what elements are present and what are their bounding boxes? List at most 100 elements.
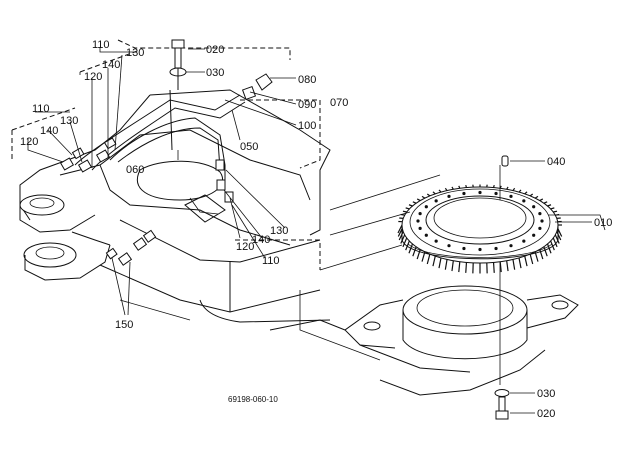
- label-050: 050: [240, 141, 258, 153]
- gear-tooth: [400, 234, 406, 244]
- grease-nipple-040: [501, 155, 509, 167]
- label-130: 130: [126, 47, 144, 59]
- grease-fittings-left: [59, 137, 234, 266]
- gear-tooth: [539, 249, 544, 260]
- label-030: 030: [206, 67, 224, 79]
- label-010: 010: [594, 217, 612, 229]
- bolt-hole: [418, 226, 422, 230]
- label-110: 110: [262, 255, 280, 267]
- label-120: 120: [20, 136, 38, 148]
- label-030: 030: [537, 388, 555, 400]
- bolt-hole: [416, 219, 420, 223]
- label-140: 140: [40, 125, 58, 137]
- swing-housing: [269, 285, 579, 396]
- gear-tooth: [405, 207, 410, 210]
- gear-tooth: [416, 249, 421, 260]
- gear-tooth: [529, 253, 534, 265]
- gear-tooth: [432, 255, 436, 267]
- gear-tooth: [426, 193, 431, 197]
- gear-tooth: [492, 184, 495, 188]
- bolt-hole: [424, 233, 428, 237]
- label-140: 140: [252, 234, 270, 246]
- gear-tooth: [438, 257, 442, 269]
- bolt-hole: [522, 239, 526, 243]
- gear-tooth: [444, 259, 448, 270]
- gear-tooth: [524, 191, 528, 195]
- gear-tooth: [547, 204, 552, 207]
- gear-tooth: [550, 240, 555, 251]
- gear-tooth: [556, 231, 562, 241]
- swivel-frame: [11, 39, 331, 323]
- gear-tooth: [402, 210, 407, 213]
- bolt-hole: [540, 219, 544, 223]
- bolt-hole: [532, 233, 536, 237]
- bolt-020-top: [169, 39, 187, 90]
- bolt-hole: [494, 246, 498, 251]
- bolt-hole: [447, 244, 451, 248]
- bolt-hole: [418, 212, 422, 216]
- gear-tooth: [554, 234, 560, 244]
- gear-tooth: [426, 253, 431, 265]
- bolt-hole: [478, 190, 482, 195]
- gear-tooth: [529, 193, 534, 197]
- label-110: 110: [32, 103, 50, 115]
- label-120: 120: [236, 241, 254, 253]
- label-100: 100: [298, 120, 316, 132]
- bolt-hole: [522, 199, 526, 203]
- gear-tooth: [444, 187, 448, 191]
- gear-tooth: [458, 185, 461, 189]
- grease-lines: [74, 89, 246, 190]
- bolt-hole: [462, 191, 466, 196]
- swing-bearing-010: [401, 186, 559, 264]
- gear-tooth: [416, 198, 421, 202]
- bolt-hole: [532, 205, 536, 209]
- label-130: 130: [270, 225, 288, 237]
- label-150: 150: [115, 319, 133, 331]
- gear-tooth: [412, 246, 417, 257]
- gear-tooth: [506, 260, 509, 272]
- gear-tooth: [543, 201, 548, 204]
- label-020: 020: [206, 44, 224, 56]
- bolt-hole: [494, 191, 498, 196]
- label-080: 080: [298, 74, 316, 86]
- gear-tooth: [546, 243, 552, 254]
- gear-tooth: [539, 198, 544, 202]
- bolt-hole: [509, 194, 513, 198]
- leader-lines: [27, 47, 592, 414]
- label-140: 140: [102, 59, 120, 71]
- gear-tooth: [534, 195, 539, 199]
- gear-tooth: [408, 204, 413, 207]
- label-070: 070: [330, 97, 348, 109]
- gear-tooth: [506, 186, 509, 190]
- gear-tooth: [408, 243, 414, 254]
- bolt-hole: [538, 212, 542, 216]
- bolt-hole: [509, 244, 513, 248]
- bolt-hole: [434, 199, 438, 203]
- gear-tooth: [524, 255, 528, 267]
- gear-tooth: [405, 240, 410, 251]
- gear-tooth: [397, 224, 403, 234]
- bolt-020-bottom: [494, 389, 510, 420]
- gear-tooth: [518, 257, 522, 269]
- gear-tooth: [451, 260, 454, 272]
- gear-tooth: [412, 201, 417, 204]
- gear-tooth: [421, 195, 426, 199]
- gear-tooth: [451, 186, 454, 190]
- gear-tooth: [543, 246, 548, 257]
- bolt-hole: [447, 194, 451, 198]
- gear-tooth: [518, 189, 522, 193]
- gear-tooth: [421, 251, 426, 262]
- gear-tooth: [550, 207, 555, 210]
- gear-tooth: [397, 228, 403, 237]
- gear-tooth: [557, 228, 563, 237]
- gear-tooth: [552, 237, 558, 248]
- label-020: 020: [537, 408, 555, 420]
- gear-tooth: [465, 184, 468, 188]
- gear-tooth: [512, 259, 516, 270]
- bolt-hole: [478, 247, 482, 252]
- gear-tooth: [402, 237, 408, 248]
- gear-tooth: [432, 191, 436, 195]
- figure-code: 69198-060-10: [228, 395, 278, 404]
- bolt-hole: [538, 226, 542, 230]
